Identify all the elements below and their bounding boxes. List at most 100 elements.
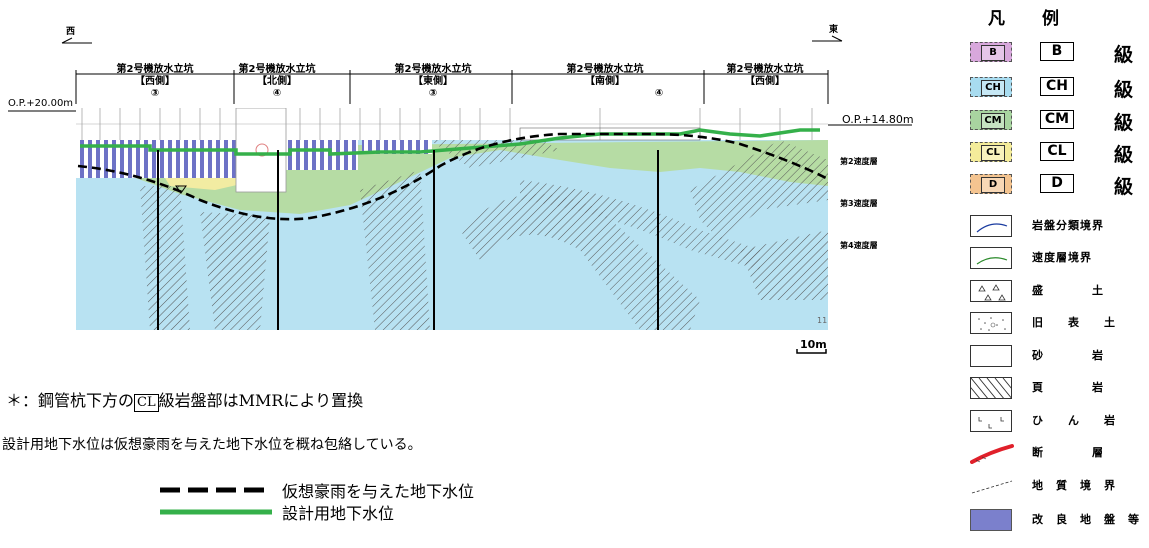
shale-band (520, 180, 760, 270)
old-topsoil-icon (970, 312, 1012, 334)
legend-fill: 盛 土 (968, 278, 1148, 302)
section-west-2: 第2号機放水立坑 【西側】 (690, 64, 840, 88)
legend-label: 盛 土 (1032, 284, 1104, 297)
legend-old-topsoil: 旧 表 土 (968, 310, 1148, 334)
shale-band (690, 140, 828, 240)
geological-cross-section (8, 35, 912, 515)
surface-structures-outline (76, 108, 828, 141)
legend-grade-ch: CH CH 級 (968, 75, 1148, 101)
corner-mark: 11 (817, 316, 828, 325)
grade-box: CH (1040, 77, 1074, 96)
design-groundwater-line (80, 128, 820, 156)
grade-box: CL (1040, 142, 1074, 161)
legend-label: 砂 岩 (1032, 349, 1104, 362)
cl-box: CL (134, 394, 159, 412)
legend-velocity-layer-boundary: 速度層境界 (968, 245, 1148, 269)
legend-grade-cm: CM CM 級 (968, 108, 1148, 134)
section-title: 第2号機放水立坑 (238, 64, 316, 75)
section-title: 第2号機放水立坑 (566, 64, 644, 75)
note-mmr-suffix: 級岩盤部はMMRにより置換 (158, 391, 364, 410)
west-label: 西 (66, 27, 76, 37)
geologic-boundary-icon (970, 475, 1014, 497)
section-north: 第2号機放水立坑 【北側】 ④ (202, 64, 352, 100)
water-level-marker (175, 185, 187, 194)
legend-label: 頁 岩 (1032, 381, 1104, 394)
scale-bar (796, 349, 827, 354)
section-south: 第2号機放水立坑 【南側】 (530, 64, 680, 88)
section-title: 第2号機放水立坑 (726, 64, 804, 75)
legend-fault: 断 層 (968, 440, 1148, 464)
velocity-layer-2: 第2速度層 (840, 157, 878, 166)
section-west: 第2号機放水立坑 【西側】 ③ (80, 64, 230, 100)
section-east: 第2号機放水立坑 【東側】 ③ (358, 64, 508, 100)
porphyrite-icon (970, 410, 1012, 432)
elevation-left: O.P.+20.00m (8, 98, 74, 109)
legend-porphyrite: ひ ん 岩 (968, 408, 1148, 432)
grade-swatch: CM (970, 110, 1012, 130)
grade-box: CM (1040, 110, 1074, 129)
legend-shale: 頁 岩 (968, 375, 1148, 399)
velocity-layer-boundary-icon (970, 247, 1012, 269)
legend-sandstone: 砂 岩 (968, 343, 1148, 367)
velocity-layer-4: 第4速度層 (840, 241, 878, 250)
legend-geologic-boundary: 地 質 境 界 (968, 473, 1148, 497)
section-number: ③ (150, 88, 160, 99)
legend-label: 改 良 地 盤 等 (1032, 513, 1140, 526)
legend-grade-b: B B 級 (968, 40, 1148, 66)
legend-title: 凡 例 (988, 9, 1060, 29)
shale-band (460, 194, 700, 330)
improved-ground-icon (970, 509, 1012, 531)
legend-label: ひ ん 岩 (1032, 414, 1116, 427)
legend-label: 断 層 (1032, 446, 1104, 459)
legend-rock-class-boundary: 岩盤分類境界 (968, 213, 1148, 237)
section-side: 【西側】 (135, 76, 175, 87)
east-label: 東 (829, 25, 839, 35)
note-mmr-prefix: ＊：鋼管杭下方の (6, 391, 135, 410)
shale-band (140, 186, 190, 330)
section-side: 【西側】 (745, 76, 785, 87)
velocity-layer-3: 第3速度層 (840, 199, 878, 208)
section-title: 第2号機放水立坑 (116, 64, 194, 75)
rock-class-boundary-icon (970, 215, 1012, 237)
grade-swatch: CH (970, 77, 1012, 97)
shale-band (740, 230, 828, 300)
grade-box: B (1040, 42, 1074, 61)
elevation-right: O.P.+14.80m (842, 113, 914, 126)
legend-grade-d: D D 級 (968, 172, 1148, 198)
section-number: ③ (428, 88, 438, 99)
legend-label: 地 質 境 界 (1032, 479, 1116, 492)
grade-swatch: B (970, 42, 1012, 62)
legend-label: 岩盤分類境界 (1032, 219, 1104, 232)
grade-suffix: 級 (1114, 176, 1134, 198)
grade-suffix: 級 (1114, 144, 1134, 166)
scale-label: 10m (800, 338, 827, 351)
legend-grade-cl: CL CL 級 (968, 140, 1148, 166)
sandstone-icon (970, 345, 1012, 367)
legend-improved-ground: 改 良 地 盤 等 (968, 507, 1148, 531)
grade-suffix: 級 (1114, 79, 1134, 101)
section-side: 【東側】 (413, 76, 453, 87)
section-side: 【北側】 (257, 76, 297, 87)
shale-band (200, 212, 270, 330)
shale-icon (970, 377, 1012, 399)
virtual-groundwater-label: 仮想豪雨を与えた地下水位 (282, 482, 475, 501)
legend-label: 旧 表 土 (1032, 316, 1116, 329)
grade-swatch: D (970, 174, 1012, 194)
grade-swatch: CL (970, 142, 1012, 162)
fault-icon (970, 442, 1014, 464)
grade-suffix: 級 (1114, 44, 1134, 66)
fill-icon (970, 280, 1012, 302)
grade-box: D (1040, 174, 1074, 193)
section-dividers (75, 70, 829, 104)
section-title: 第2号機放水立坑 (394, 64, 472, 75)
note-groundwater: 設計用地下水位は仮想豪雨を与えた地下水位を概ね包絡している。 (2, 437, 422, 453)
legend-label: 速度層境界 (1032, 251, 1092, 264)
section-side: 【南側】 (585, 76, 625, 87)
section-number: ④ (654, 88, 664, 99)
grade-suffix: 級 (1114, 112, 1134, 134)
virtual-groundwater-line (77, 132, 827, 221)
section-number: ④ (272, 88, 282, 99)
design-groundwater-label: 設計用地下水位 (282, 504, 395, 523)
shale-band (360, 170, 430, 330)
